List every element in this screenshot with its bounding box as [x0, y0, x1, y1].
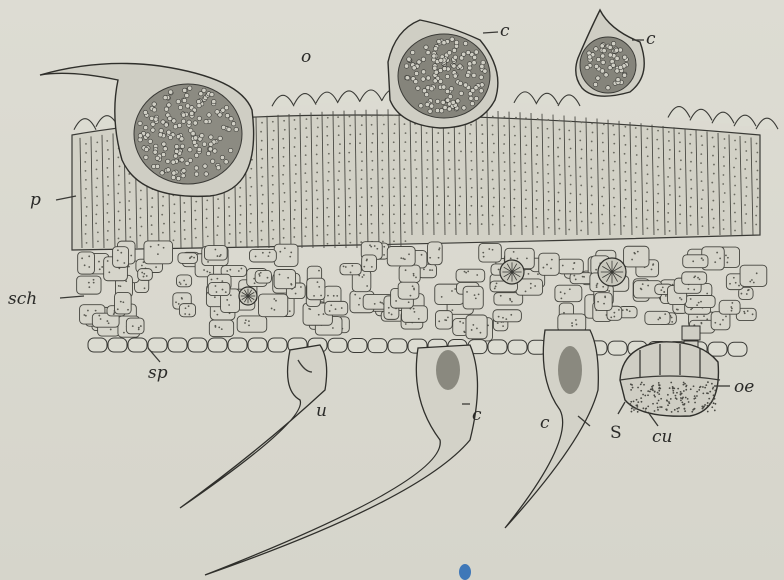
oil-gland: [620, 326, 720, 416]
label-c-top-2: c: [646, 29, 656, 49]
label-oe: oe: [734, 377, 754, 397]
spongy-mesophyll: [77, 241, 767, 341]
label-cu: cu: [652, 427, 672, 447]
label-sch: sch: [8, 289, 37, 309]
gland-cell-top-right: [576, 10, 644, 96]
label-o: o: [301, 47, 311, 67]
hair-u: [180, 345, 327, 508]
ink-stain: [459, 564, 471, 580]
label-u: u: [316, 401, 327, 421]
gland-cell-top-middle: [388, 20, 498, 128]
label-c-top-1: c: [500, 21, 510, 41]
label-S: S: [610, 423, 622, 443]
label-c-bottom-2: c: [540, 413, 550, 433]
label-p: p: [30, 190, 41, 210]
label-c-bottom-1: c: [472, 405, 482, 425]
hair-c-right: [505, 330, 598, 528]
label-sp: sp: [148, 363, 168, 383]
